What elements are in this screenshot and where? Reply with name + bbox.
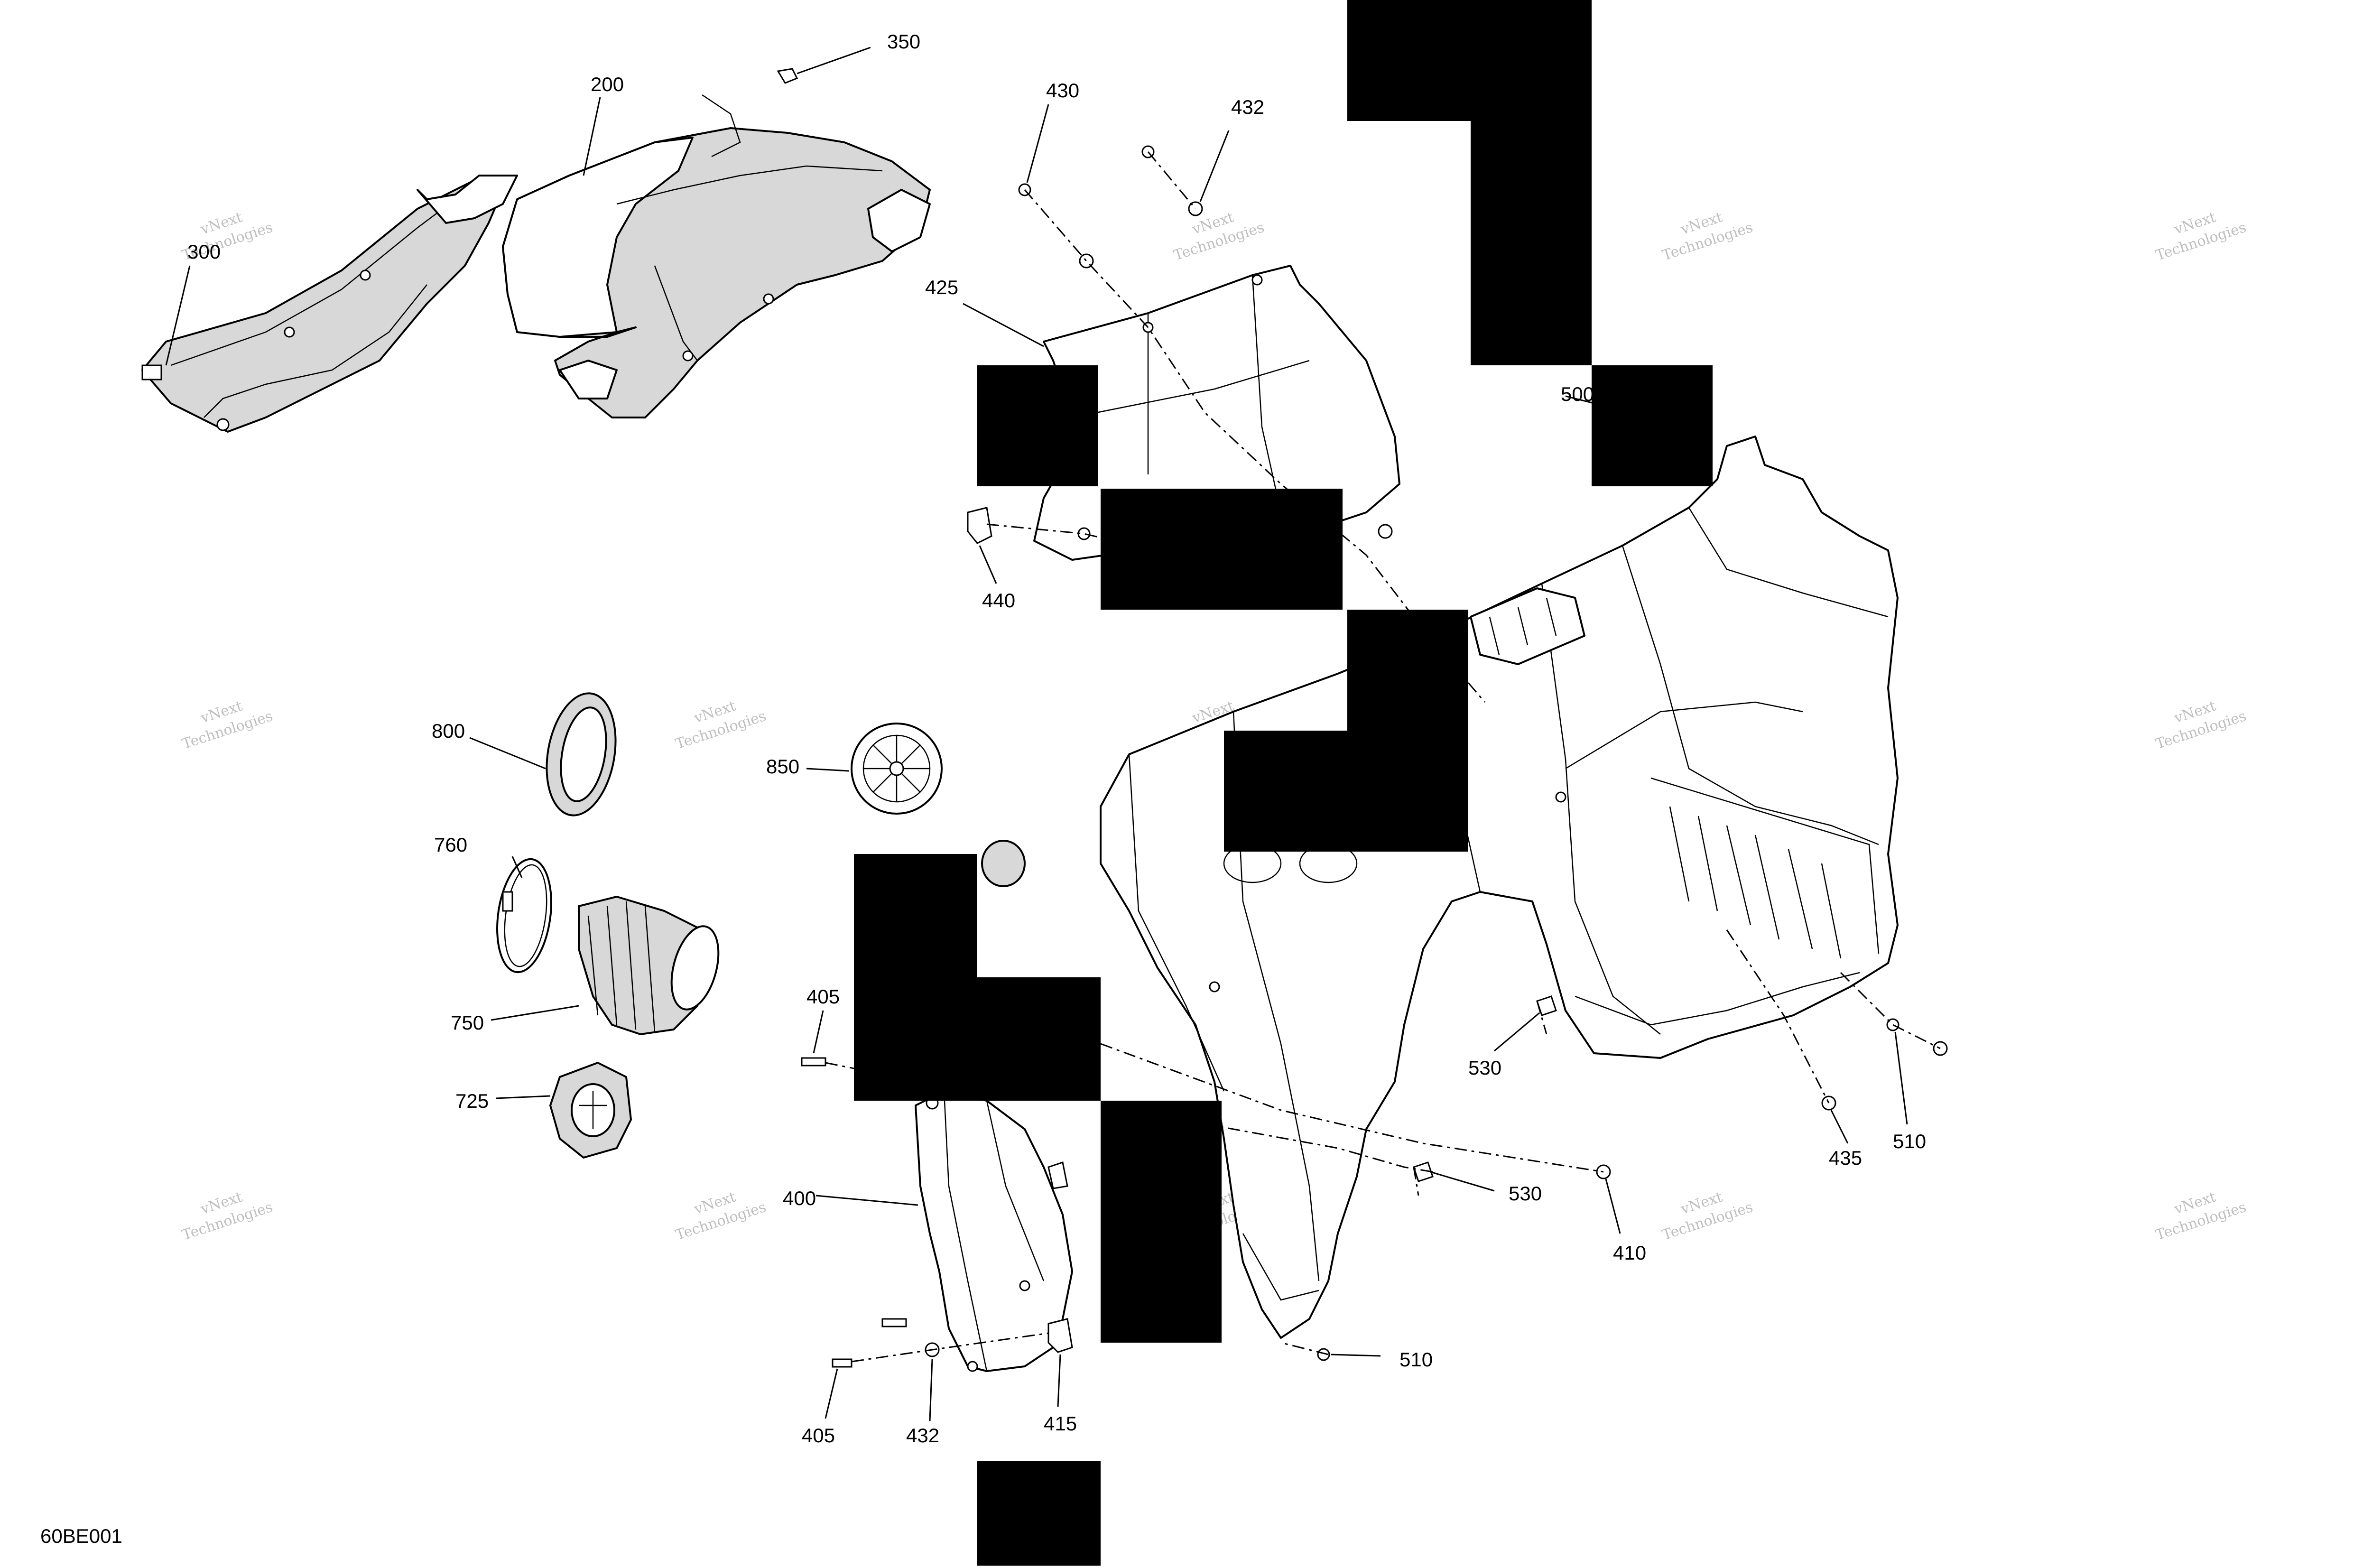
watermark: vNext Technologies — [1660, 209, 1755, 264]
redaction-block — [1101, 1101, 1222, 1343]
nut-415 — [1047, 1318, 1073, 1353]
callout-850: 850 — [766, 755, 799, 778]
part-425-bracket — [1033, 265, 1400, 561]
fasteners — [801, 145, 1948, 1368]
redaction-blocks — [854, 0, 1713, 1566]
part-850-vent-grille — [851, 723, 943, 815]
callout-750: 750 — [451, 1011, 484, 1034]
part-plug-cap — [981, 840, 1026, 887]
callout-530-upper: 530 — [1468, 1057, 1501, 1079]
watermark: vNext Technologies — [180, 697, 275, 752]
callout-415: 415 — [1044, 1412, 1077, 1435]
callout-800: 800 — [432, 720, 465, 742]
screw-510-lower — [1317, 1348, 1330, 1361]
part-300-air-duct — [141, 175, 518, 433]
callout-435: 435 — [1829, 1147, 1862, 1169]
screw-530-lower — [1413, 1161, 1434, 1182]
callout-432-lower: 432 — [906, 1424, 939, 1447]
screw-350 — [777, 68, 798, 84]
redaction-block — [1592, 365, 1713, 486]
redaction-block — [1471, 0, 1592, 365]
callout-300: 300 — [187, 241, 221, 263]
clip-panel — [1047, 1161, 1068, 1189]
callout-500: 500 — [1561, 383, 1594, 405]
callout-200: 200 — [591, 73, 624, 95]
redaction-block — [977, 1461, 1101, 1566]
watermark: vNext Technologies — [1172, 209, 1267, 264]
callout-405-upper: 405 — [806, 985, 840, 1008]
watermark: vNext Technologies — [180, 1188, 275, 1243]
leader-lines — [165, 46, 1908, 1421]
screw-405-lower — [832, 1358, 852, 1368]
screw-mid — [881, 1318, 907, 1327]
callout-530-lower: 530 — [1509, 1182, 1542, 1205]
callout-labels: 350 200 300 430 432 425 500 440 800 850 … — [187, 30, 1926, 1447]
part-500-main-housing — [1100, 436, 1899, 1339]
callout-510-upper: 510 — [1893, 1130, 1926, 1152]
redaction-block — [1347, 0, 1471, 121]
redaction-block — [977, 977, 1101, 1101]
callout-405-lower: 405 — [802, 1424, 835, 1447]
redaction-block — [1101, 489, 1343, 610]
screw-510-upper — [1886, 1018, 1899, 1031]
watermark: vNext Technologies — [2154, 1188, 2249, 1243]
callout-510-lower: 510 — [1399, 1348, 1433, 1371]
part-800-seal-ring — [546, 692, 617, 816]
screw-405-upper — [801, 1057, 826, 1067]
watermark: vNext Technologies — [674, 1188, 769, 1243]
watermark: vNext Technologies — [1660, 1188, 1755, 1243]
callout-430: 430 — [1046, 79, 1079, 102]
callout-725: 725 — [455, 1090, 489, 1112]
watermark: vNext Technologies — [2154, 697, 2249, 752]
watermark: vNext Technologies — [2154, 209, 2249, 264]
part-760-clamp — [496, 858, 552, 974]
callout-350: 350 — [887, 30, 920, 53]
diagram-code: 60BE001 — [40, 1525, 122, 1547]
redaction-block — [1347, 610, 1468, 852]
callout-440: 440 — [982, 589, 1015, 612]
callout-425: 425 — [925, 276, 958, 298]
callout-432: 432 — [1231, 96, 1264, 118]
part-725-adapter — [549, 1062, 632, 1159]
redaction-block — [1224, 731, 1347, 852]
nut-440 — [967, 507, 992, 544]
callout-760: 760 — [434, 834, 467, 856]
part-750-rubber-boot — [578, 896, 720, 1035]
watermark: vNext Technologies — [674, 697, 769, 752]
callout-400: 400 — [783, 1187, 816, 1209]
redaction-block — [977, 365, 1098, 486]
part-200-intake-housing — [502, 94, 931, 418]
callout-410: 410 — [1613, 1242, 1646, 1264]
redaction-block — [854, 854, 977, 1101]
